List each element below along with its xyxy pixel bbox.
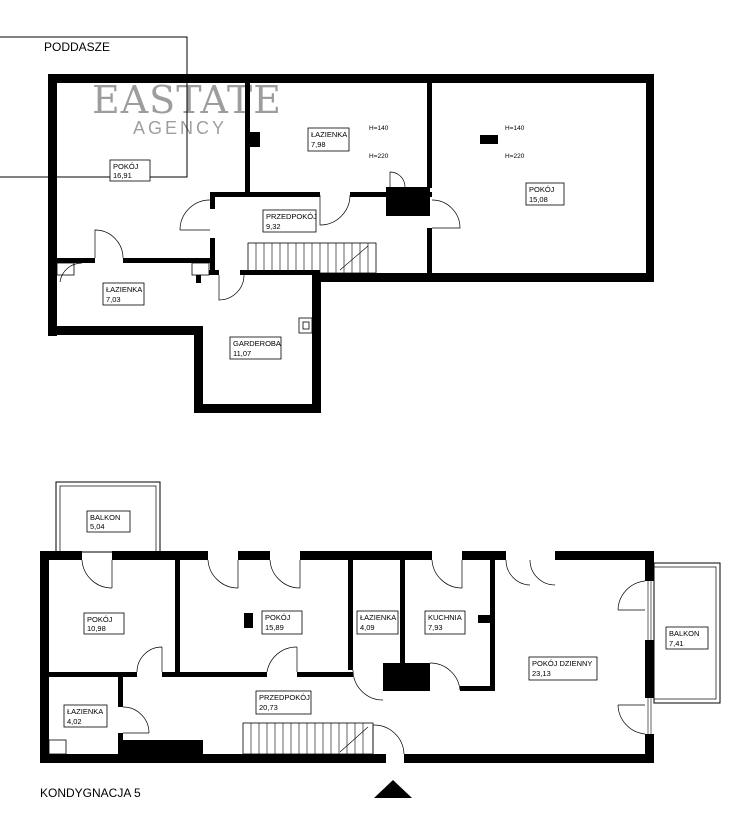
svg-text:7,98: 7,98 (311, 140, 326, 149)
svg-text:ŁAZIENKA: ŁAZIENKA (311, 130, 347, 139)
watermark-line2: AGENCY (133, 118, 227, 138)
height-marker: H=140 (369, 125, 389, 132)
upper-room-lazienka-1: ŁAZIENKA 7,98 (307, 127, 350, 152)
lower-room-pokoj-2: POKÓJ 15,89 (261, 610, 303, 635)
svg-text:KUCHNIA: KUCHNIA (428, 613, 462, 622)
upper-room-lazienka-2: ŁAZIENKA 7,03 (102, 282, 145, 306)
upper-chimney-hatch (391, 191, 425, 212)
svg-text:POKÓJ: POKÓJ (265, 613, 291, 622)
upper-outer-walls (48, 74, 654, 413)
lower-interior-walls (49, 560, 495, 763)
upper-floor: PODDASZE (0, 36, 654, 413)
svg-text:POKÓJ: POKÓJ (529, 185, 555, 194)
svg-text:7,41: 7,41 (669, 639, 684, 648)
upper-floor-title: PODDASZE (44, 40, 110, 54)
lower-doors (81, 559, 646, 755)
upper-floor-title-frame (0, 36, 188, 178)
lower-floor: BALKON 5,04 BALKON 7,41 (40, 481, 721, 800)
svg-text:15,89: 15,89 (265, 623, 284, 632)
svg-text:16,91: 16,91 (113, 171, 132, 180)
svg-text:9,32: 9,32 (266, 222, 281, 231)
lower-room-lazienka-2: ŁAZIENKA 4,02 (63, 704, 108, 728)
svg-text:GARDEROBA: GARDEROBA (233, 339, 281, 348)
svg-text:7,03: 7,03 (106, 295, 121, 304)
svg-text:PRZEDPOKÓJ: PRZEDPOKÓJ (259, 693, 310, 702)
lower-window (647, 581, 652, 734)
svg-text:POKÓJ: POKÓJ (113, 162, 139, 171)
svg-text:ŁAZIENKA: ŁAZIENKA (67, 707, 103, 716)
svg-text:POKÓJ: POKÓJ (87, 615, 113, 624)
lower-balcony-right: BALKON 7,41 (653, 562, 721, 704)
lower-floor-title: KONDYGNACJA 5 (40, 786, 141, 800)
svg-text:BALKON: BALKON (669, 629, 699, 638)
svg-text:ŁAZIENKA: ŁAZIENKA (360, 613, 396, 622)
svg-text:15,08: 15,08 (529, 195, 548, 204)
svg-text:11,07: 11,07 (233, 349, 251, 358)
watermark-line1: EASTATE (92, 78, 282, 122)
lower-room-pokoj-dzienny: POKÓJ DZIENNY 23,13 (528, 656, 598, 681)
upper-room-pokoj-1: POKÓJ 16,91 (109, 159, 151, 182)
svg-text:4,09: 4,09 (360, 623, 375, 632)
svg-text:5,04: 5,04 (90, 522, 105, 531)
svg-text:ŁAZIENKA: ŁAZIENKA (106, 285, 142, 294)
svg-text:7,93: 7,93 (428, 623, 443, 632)
lower-balcony-top: BALKON 5,04 (55, 481, 161, 553)
upper-doors (59, 171, 461, 301)
lower-outer-walls (40, 551, 654, 763)
lower-stairs (242, 722, 374, 755)
upper-room-pokoj-2: POKÓJ 15,08 (525, 182, 565, 206)
lower-room-lazienka-1: ŁAZIENKA 4,09 (356, 610, 399, 635)
watermark-logo: EASTATE AGENCY (92, 78, 282, 138)
svg-text:PRZEDPOKÓJ: PRZEDPOKÓJ (266, 212, 317, 221)
upper-room-garderoba: GARDEROBA 11,07 (229, 336, 282, 360)
height-marker: H=140 (505, 125, 525, 132)
svg-text:POKÓJ DZIENNY: POKÓJ DZIENNY (532, 659, 592, 668)
lower-room-kuchnia: KUCHNIA 7,93 (424, 610, 466, 635)
upper-room-przedpokoj: PRZEDPOKÓJ 9,32 (262, 209, 317, 233)
svg-text:23,13: 23,13 (532, 669, 551, 678)
lower-room-przedpokoj: PRZEDPOKÓJ 20,73 (255, 690, 312, 715)
lower-room-pokoj-1: POKÓJ 10,98 (83, 612, 125, 635)
upper-stairs (247, 242, 377, 274)
height-marker: H=220 (505, 153, 525, 160)
svg-text:20,73: 20,73 (259, 703, 278, 712)
svg-text:4,02: 4,02 (67, 717, 82, 726)
svg-text:10,98: 10,98 (87, 624, 106, 633)
entrance-arrow-icon (374, 780, 412, 798)
lower-chimney-hatch (390, 669, 423, 686)
height-marker: H=220 (369, 153, 389, 160)
svg-text:BALKON: BALKON (90, 513, 120, 522)
